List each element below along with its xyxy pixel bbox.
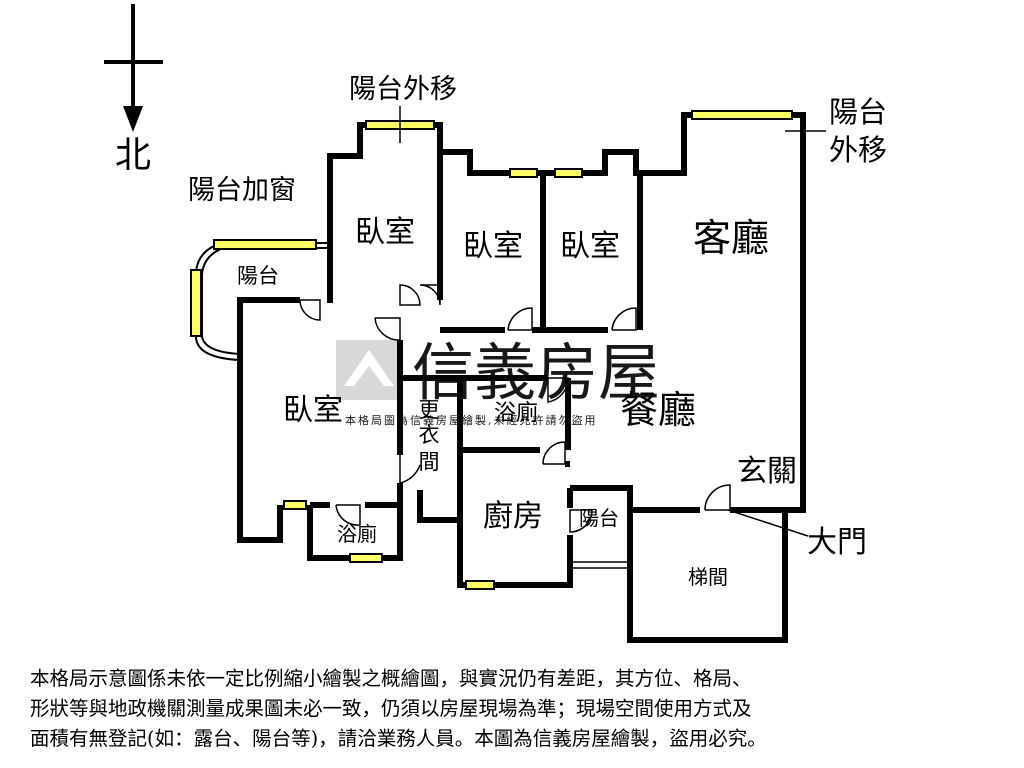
wall-left-bath	[307, 502, 403, 561]
label-dining-room: 餐廳	[620, 388, 696, 432]
label-main-door: 大門	[807, 525, 867, 560]
door-bedroom-top-2	[419, 284, 441, 306]
disclaimer-line-1: 本格局示意圖係未依一定比例縮小繪製之概繪圖，與實況仍有差距，其方位、格局、	[30, 667, 752, 690]
window-left-bath	[349, 553, 383, 563]
label-bedroom-2: 臥室	[463, 229, 523, 264]
callout-main-door	[727, 509, 809, 537]
window-balcony-side	[190, 269, 202, 337]
label-kitchen: 廚房	[483, 499, 543, 534]
wall-closet-bottom	[417, 490, 460, 523]
label-bedroom-1: 臥室	[355, 215, 415, 250]
labels: 陽台外移 陽台 外移 陽台加窗 陽台 臥室 臥室 臥室 客廳 臥室 更 衣 間 …	[188, 74, 887, 589]
wall-kitchen	[457, 450, 573, 588]
window-master-bath	[283, 500, 307, 510]
callout-lines	[399, 106, 826, 537]
label-bedroom-master: 臥室	[283, 393, 343, 428]
disclaimer-line-2: 形狀等與地政機關測量成果圖未必一致，仍須以房屋現場為準；現場空間使用方式及	[30, 697, 752, 720]
label-balcony-left: 陽台	[237, 264, 279, 288]
wall-master-bedroom	[237, 297, 300, 543]
label-bathroom-center: 浴廁	[494, 401, 538, 426]
door-bedroom-top	[399, 284, 421, 306]
label-balcony-kitchen: 陽台	[579, 506, 619, 530]
door-master-bedroom	[299, 299, 321, 321]
watermark-logo-roof-icon	[344, 350, 394, 386]
window-bedroom-3	[554, 168, 583, 178]
label-stairwell: 梯間	[688, 565, 728, 589]
label-bedroom-3: 臥室	[560, 229, 620, 264]
door-bedroom-2	[507, 307, 533, 331]
window-bedroom-2	[509, 168, 538, 178]
watermark: 信義房屋 本格局圖為信義房屋繪製,未經允許請勿盜用	[336, 336, 660, 427]
label-balcony-moved-top: 陽台外移	[349, 74, 457, 105]
window-balcony-top	[213, 239, 317, 250]
door-main	[704, 484, 731, 511]
label-balcony-window: 陽台加窗	[188, 175, 296, 206]
north-label: 北	[115, 135, 151, 176]
door-bedroom-3	[611, 307, 637, 331]
watermark-logo-icon	[336, 340, 402, 400]
label-balcony-moved-right-2: 外移	[829, 133, 887, 167]
label-closet-2: 衣	[419, 423, 440, 447]
watermark-small-text: 本格局圖為信義房屋繪製,未經允許請勿盜用	[345, 413, 598, 427]
watermark-brand: 信義房屋	[412, 336, 660, 409]
door-center-bath	[547, 377, 569, 403]
floor-plan: 北 信義房屋 本格局圖為信義房屋繪製,未經允許請勿盜用	[104, 4, 887, 643]
door-kitchen	[542, 441, 566, 465]
label-closet-3: 間	[419, 450, 440, 474]
door-left-bath	[335, 504, 361, 526]
walls	[237, 112, 806, 643]
label-bathroom-left: 浴廁	[337, 522, 377, 546]
label-balcony-moved-right-1: 陽台	[829, 95, 887, 129]
door-closet-lower	[399, 455, 421, 484]
north-arrow-icon	[123, 106, 143, 132]
door-kitchen-balcony	[569, 509, 593, 533]
window-living	[691, 110, 793, 120]
disclaimer: 本格局示意圖係未依一定比例縮小繪製之概繪圖，與實況仍有差距，其方位、格局、 形狀…	[30, 664, 1000, 754]
door-closet	[374, 317, 401, 341]
label-closet-1: 更	[419, 398, 440, 422]
doors	[299, 284, 731, 569]
wall-bedroom-top	[327, 122, 443, 303]
label-foyer: 玄關	[737, 454, 797, 489]
disclaimer-line-3: 面積有無登記(如：露台、陽台等)，請洽業務人員。本圖為信義房屋繪製，盜用必究。	[30, 727, 767, 750]
balcony-bay-inner	[201, 246, 241, 355]
label-living-room: 客廳	[693, 216, 769, 260]
compass: 北	[104, 4, 163, 176]
window-kitchen	[465, 580, 495, 590]
